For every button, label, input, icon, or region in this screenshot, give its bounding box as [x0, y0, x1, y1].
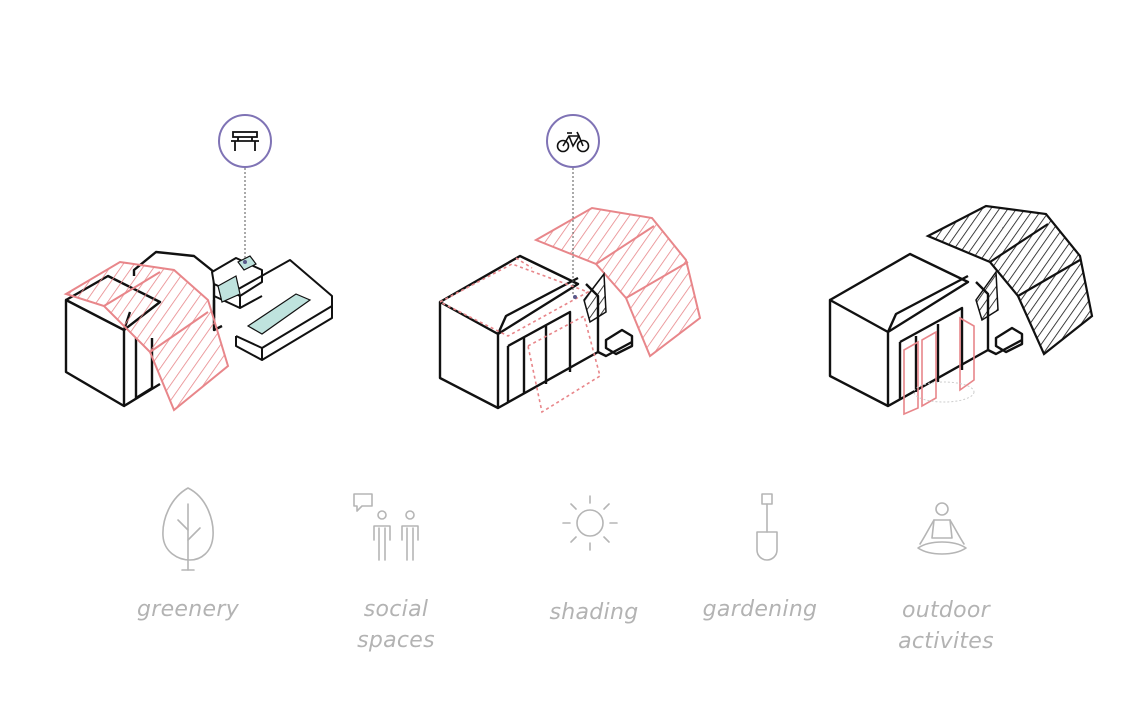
legend-label-line: greenery — [136, 597, 240, 622]
bench-icon — [231, 131, 259, 151]
legend-label-line: outdoor — [901, 598, 991, 623]
legend-label-line: spaces — [357, 628, 435, 653]
legend-label-shading: shading — [524, 597, 664, 628]
legend-label-outdoor-activites: outdoor activites — [876, 595, 1016, 657]
legend-label-social-spaces: social spaces — [326, 594, 466, 656]
bicycle-badge — [546, 114, 600, 168]
legend-label-greenery: greenery — [118, 594, 258, 625]
legend-label-line: social — [363, 597, 429, 622]
shovel-icon — [756, 493, 778, 561]
tree-icon — [162, 487, 214, 571]
bicycle-icon — [556, 131, 590, 153]
meditation-icon — [917, 502, 967, 555]
canopy-panel — [533, 206, 702, 358]
legend-icons — [162, 487, 967, 571]
canopy-panel — [925, 204, 1094, 356]
legend-label-line: activites — [898, 629, 994, 654]
sun-icon — [562, 495, 618, 551]
canopy-panel — [63, 260, 230, 412]
diagram-bench-pavilion — [63, 114, 333, 412]
diagram-shaded-pavilion — [828, 204, 1094, 416]
legend-label-line: gardening — [702, 597, 818, 622]
people-talking-icon — [353, 493, 419, 561]
diagram-bicycle-pavilion — [438, 114, 702, 414]
bench-badge — [218, 114, 272, 168]
legend-label-line: shading — [549, 600, 639, 625]
legend-label-gardening: gardening — [690, 594, 830, 625]
